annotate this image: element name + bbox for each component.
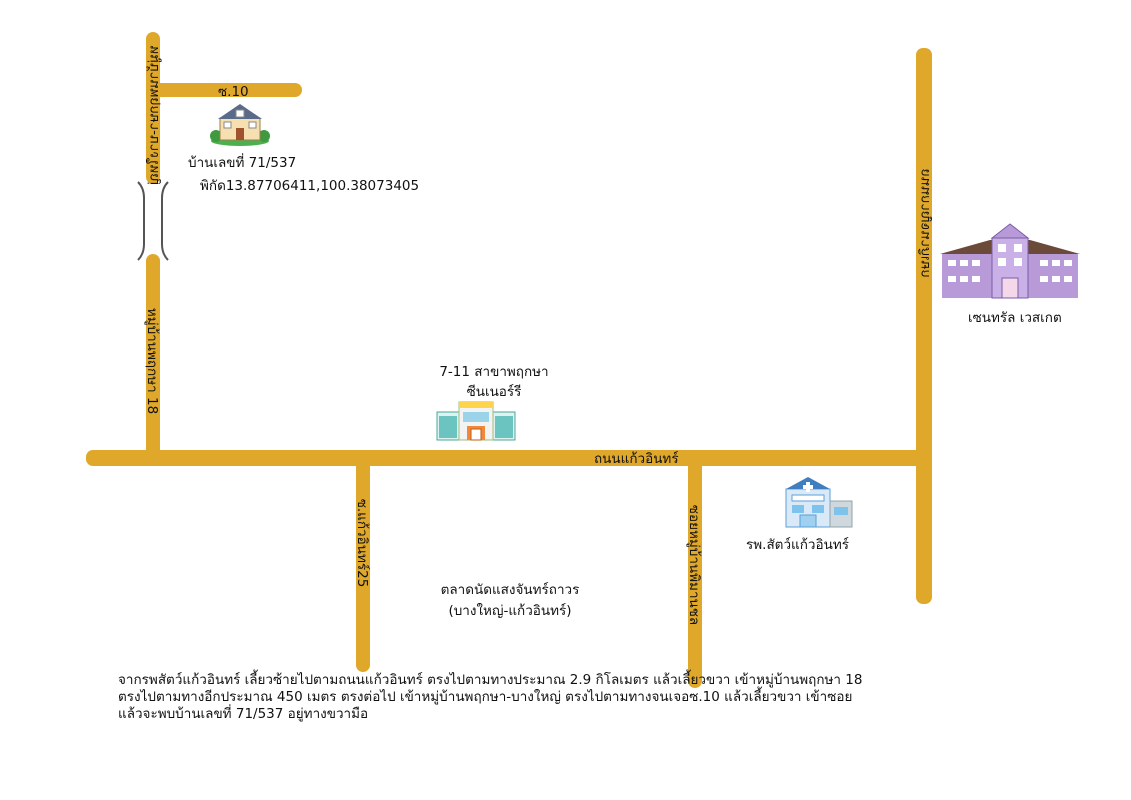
directions-line-2: ตรงไปตามทางอีกประมาณ 450 เมตร ตรงต่อไป เ… <box>118 689 853 705</box>
road-pruksa-lower <box>146 254 160 460</box>
road-label-soi-25: ซ.แก้วอินทร์25 <box>354 498 370 588</box>
directions-text: จากรพสัตว์แก้วอินทร์ เลี้ยวซ้ายไปตามถนนแ… <box>118 672 978 723</box>
convenience-store-icon <box>436 401 516 441</box>
house-label: บ้านเลขที่ 71/537 <box>188 155 297 171</box>
directions-line-1: จากรพสัตว์แก้วอินทร์ เลี้ยวซ้ายไปตามถนนแ… <box>118 672 863 688</box>
road-label-pruksa-lower: หมู่บ้านพฤกษา 18 <box>144 307 160 415</box>
road-soi-pimanchon <box>688 456 702 688</box>
road-pruksa-upper <box>146 32 160 184</box>
road-label-pruksa-upper: หมู่บ้านพฤกษา-บางใหญ่ <box>146 45 162 185</box>
store-label-line2: ซีนเนอร์รี <box>466 384 522 400</box>
store-label-line1: 7-11 สาขาพฤกษา <box>439 364 549 380</box>
road-label-soi-pimanchon: ซอยหมู่บ้านพิมานชล <box>686 504 702 626</box>
road-kanchanaphisek <box>916 48 932 604</box>
house-icon <box>210 104 270 146</box>
house-coordinates: พิกัด13.87706411,100.38073405 <box>200 178 420 194</box>
shopping-mall-icon <box>940 223 1080 299</box>
road-soi-10 <box>146 83 302 97</box>
road-label-soi-10: ซ.10 <box>218 84 249 100</box>
animal-hospital-icon <box>785 477 853 528</box>
road-label-kanchanaphisek: ถนนกาญจนาภิเษก <box>917 168 933 278</box>
mall-label: เซนทรัล เวสเกต <box>968 310 1062 326</box>
road-label-main: ถนนแก้วอินทร์ <box>594 451 679 467</box>
road-soi-25 <box>356 456 370 672</box>
market-label-line1: ตลาดนัดแสงจันทร์ถาวร <box>440 582 580 598</box>
road-kaew-in-main <box>86 450 924 466</box>
directions-line-3: แล้วจะพบบ้านเลขที่ 71/537 อยู่ทางขวามือ <box>118 706 369 722</box>
bridge-icon <box>137 181 169 261</box>
market-label-line2: (บางใหญ่-แก้วอินทร์) <box>448 603 572 619</box>
hospital-label: รพ.สัตว์แก้วอินทร์ <box>746 537 849 553</box>
